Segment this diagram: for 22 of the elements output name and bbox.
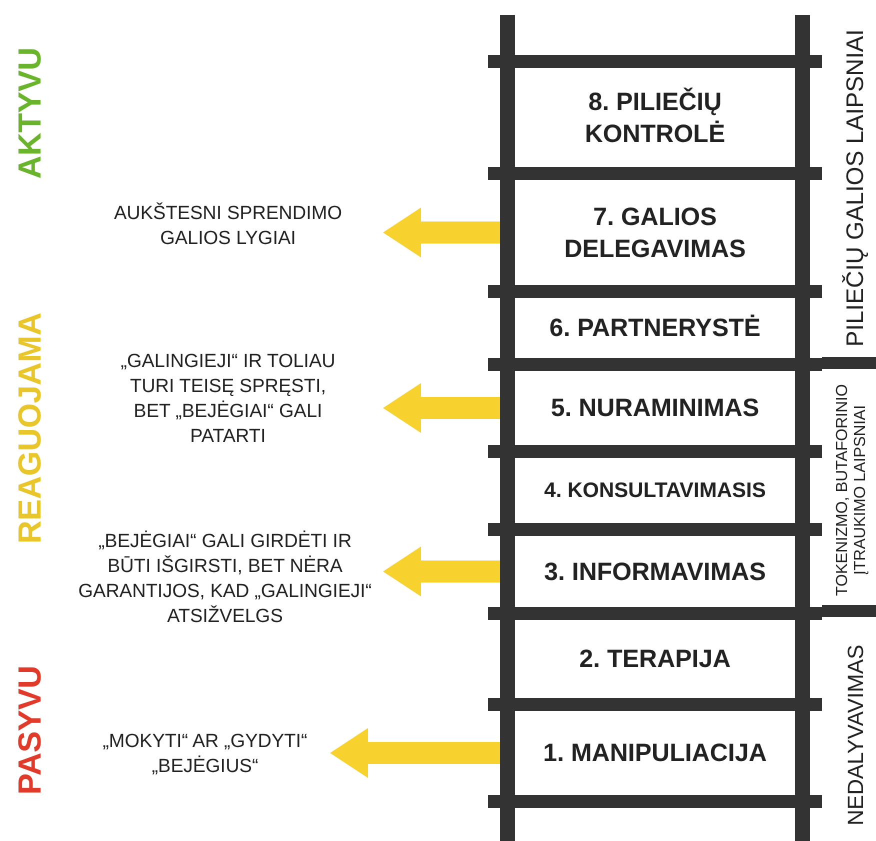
rung-label: 5. NURAMINIMAS	[550, 393, 760, 424]
note-text: „BEJĖGIAI“ GALI GIRDĖTI IR BŪTI IŠGIRSTI, BET NĖRA GARANTIJOS, KAD „GALINGIEJI“ ATSIŽVELGS	[77, 530, 373, 629]
rung-label: 4. KONSULTAVIMASIS	[544, 478, 766, 504]
rung-label: 8. PILIEČIŲ KONTROLĖ	[584, 86, 726, 150]
rung-label: 3. INFORMAVIMAS	[544, 556, 766, 588]
group-label: NEDALYVAVIMAS	[843, 644, 869, 826]
group-label: PILIEČIŲ GALIOS LAIPSNIAI	[842, 29, 870, 347]
note-text: „MOKYTI“ AR „GYDYTI“ „BEJĖGIUS“	[102, 730, 308, 779]
rung-label: 7. GALIOS DELEGAVIMAS	[563, 202, 747, 264]
note-text: „GALINGIEJI“ IR TOLIAU TURI TEISĘ SPRĘSTI, BET „BEJĖGIAI“ GALI PATARTI	[120, 350, 336, 449]
arrow	[383, 546, 500, 596]
note-text: AUKŠTESNI SPRENDIMO GALIOS LYGIAI	[112, 201, 344, 251]
rung-label: 2. TERAPIJA	[579, 644, 731, 675]
rung-label: 1. MANIPULIACIJA	[543, 738, 767, 769]
level-label: REAGUOJAMA	[12, 312, 48, 544]
rung-label: 6. PARTNERYSTĖ	[549, 313, 761, 344]
level-label: PASYVU	[12, 665, 48, 795]
group-label: TOKENIZMO, BUTAFORINIO ĮTRAUKIMO LAIPSNIAI	[834, 383, 870, 598]
arrow	[330, 728, 500, 778]
arrow	[383, 208, 500, 258]
level-label: AKTYVU	[12, 47, 48, 179]
arrow	[383, 383, 500, 433]
